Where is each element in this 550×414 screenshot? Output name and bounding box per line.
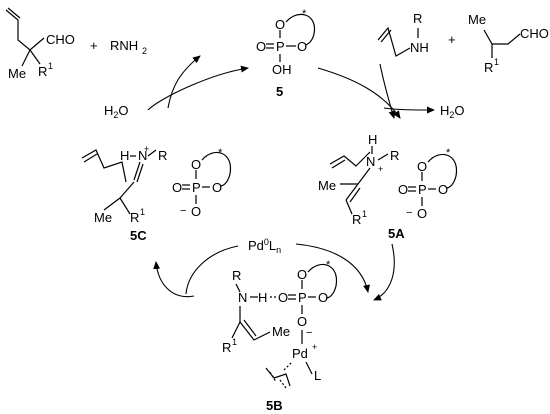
- allylamine-nh: NH: [410, 40, 429, 55]
- 5B-Pd-plus: +: [312, 342, 317, 352]
- cat5-hydroxyl: OH: [272, 62, 292, 77]
- cat5-chiral-star: *: [302, 8, 307, 20]
- intermediate-5B: R N H Me R 1 O P O O O − * Pd + L: [222, 259, 338, 389]
- 5C-plus: +: [144, 144, 149, 154]
- 5B-Pd: Pd: [292, 346, 308, 361]
- pd0-ligand-label: Pd0Ln: [248, 237, 281, 255]
- 5B-me: Me: [272, 324, 290, 339]
- product-r1-label: R: [38, 64, 47, 79]
- product-r1-sup: 1: [48, 61, 53, 71]
- arrow-to-5: [147, 65, 249, 111]
- cat5-oxo: O: [256, 39, 266, 54]
- 5B-H: H: [258, 290, 267, 305]
- cat5-O-top: O: [275, 17, 285, 32]
- arrow-reactants-in: [379, 63, 396, 119]
- product-aldehyde: CHO Me R 1: [5, 7, 75, 81]
- 5C-me: Me: [94, 210, 112, 225]
- 5C-R: R: [158, 148, 167, 163]
- arrow-to-5C: [153, 261, 195, 298]
- allylamine-r: R: [413, 11, 422, 26]
- 5A-phos-P: P: [418, 182, 427, 197]
- aldehyde-r1: R: [484, 60, 493, 75]
- 5A-phos-O-top: O: [417, 159, 427, 174]
- 5A-r1: R: [352, 212, 361, 227]
- 5A-R: R: [390, 148, 399, 163]
- 5C-phos-O-right: O: [212, 180, 222, 195]
- 5B-N: N: [238, 290, 247, 305]
- intermediate-5A-label: 5A: [388, 226, 405, 241]
- 5A-phos-O-left: O: [398, 182, 408, 197]
- intermediate-5C: H N + R Me R 1 O P O O O − *: [81, 144, 232, 225]
- 5B-minus: −: [306, 327, 312, 339]
- 5A-enammonium-N: N: [366, 154, 375, 169]
- aldehyde-cho: CHO: [520, 26, 549, 41]
- 5C-phos-O-bottom: O: [191, 204, 201, 219]
- 5B-phos-O-bottom: O: [297, 314, 307, 329]
- intermediate-5C-label: 5C: [130, 228, 147, 243]
- 5B-r1: R: [222, 340, 231, 355]
- aldehyde-reactant: Me CHO R 1: [468, 12, 549, 75]
- 5B-r1-sup: 1: [232, 337, 237, 347]
- cat5-phosphorus: P: [276, 39, 285, 54]
- arrow-pd-to-5B: [295, 243, 370, 293]
- product-cho-label: CHO: [46, 32, 75, 47]
- arrow-to-5A: [317, 67, 401, 119]
- arrow-water-out: [383, 106, 435, 114]
- plus-sign: +: [90, 38, 98, 53]
- 5B-phos-O-top: O: [297, 267, 307, 282]
- 5C-iminium-N: N: [138, 148, 147, 163]
- 5B-phos-O-right: O: [318, 290, 328, 305]
- 5C-iminium-H: H: [120, 148, 129, 163]
- amine-released-label: RNH: [110, 38, 138, 53]
- product-me-label: Me: [8, 66, 26, 81]
- 5A-phos-O-right: O: [438, 182, 448, 197]
- aldehyde-r1-sup: 1: [494, 57, 499, 67]
- 5A-r1-sup: 1: [362, 209, 367, 219]
- 5C-phos-O-left: O: [172, 180, 182, 195]
- 5C-phos-P: P: [192, 180, 201, 195]
- 5B-phos-P: P: [298, 290, 307, 305]
- 5B-chiral-star: *: [326, 259, 331, 271]
- arrow-release-products: [167, 55, 201, 109]
- 5B-R: R: [232, 268, 241, 283]
- 5B-L: L: [314, 368, 321, 383]
- amine-subscript: 2: [142, 46, 147, 56]
- 5A-chiral-star: *: [446, 147, 451, 159]
- water-in-label: H2O: [104, 103, 129, 120]
- 5A-phos-O-bottom: O: [417, 206, 427, 221]
- intermediate-5B-label: 5B: [266, 398, 283, 413]
- 5A-me: Me: [318, 178, 336, 193]
- 5C-r1: R: [130, 210, 139, 225]
- 5C-chiral-star: *: [218, 147, 223, 159]
- catalyst-5: O P O O OH *: [256, 8, 316, 77]
- 5C-phos-O-top: O: [191, 157, 201, 172]
- plus-sign-2: +: [448, 32, 456, 47]
- allylamine-reactant: NH R: [377, 11, 429, 57]
- 5C-r1-sup: 1: [140, 207, 145, 217]
- 5A-minus: −: [406, 207, 412, 219]
- 5A-plus: +: [378, 164, 383, 174]
- water-out-label: H2O: [440, 103, 465, 120]
- aldehyde-me: Me: [468, 12, 486, 27]
- 5C-minus: −: [180, 205, 186, 217]
- cat5-O-right: O: [297, 39, 307, 54]
- intermediate-5A: N H + R Me R 1 O P O O O − *: [318, 132, 458, 227]
- arrow-5A-to-5B: [373, 243, 395, 301]
- 5A-enammonium-H: H: [368, 132, 377, 147]
- 5B-phos-O-left: O: [278, 290, 288, 305]
- catalyst-5-label: 5: [276, 84, 283, 99]
- arrow-pd-release-left: [185, 245, 239, 295]
